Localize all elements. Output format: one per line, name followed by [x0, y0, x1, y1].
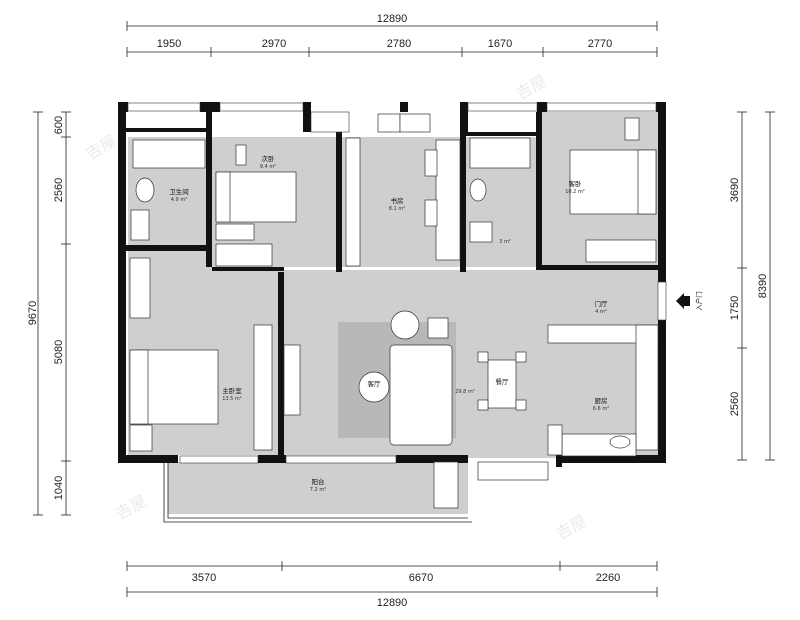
left-segment-3: 5080 — [53, 340, 65, 364]
second-bedroom-area: 9.4 m² — [260, 164, 276, 170]
walls — [118, 102, 666, 467]
study-name: 书房 — [391, 196, 404, 205]
left-dimensions: 9670 600 2560 5080 1040 — [27, 111, 71, 516]
top-segment-1: 1950 — [157, 38, 181, 50]
kitchen-name: 厨房 — [595, 396, 608, 405]
left-total-dimension: 9670 — [27, 301, 39, 325]
right-dimensions: 3690 1750 2560 8390 — [729, 111, 775, 461]
entrance-arrow-icon — [676, 293, 684, 309]
living-room-area: 29.8 m² — [455, 389, 475, 395]
guest-bedroom-area: 10.2 m² — [565, 189, 585, 195]
svg-text:吉屋: 吉屋 — [83, 131, 120, 163]
top-dimensions: 12890 1950 2970 2780 1670 2770 — [126, 13, 658, 57]
balcony-name: 阳台 — [312, 477, 325, 486]
room-labels: 卫生间 4.9 m² 次卧 9.4 m² 书房 8.1 m² 3 m² 客卧 1… — [169, 154, 609, 493]
top-segment-2: 2970 — [262, 38, 286, 50]
furniture — [129, 113, 667, 509]
windows — [127, 102, 657, 523]
bottom-segment-1: 3570 — [192, 572, 216, 584]
left-segment-1: 600 — [53, 116, 65, 134]
svg-text:吉屋: 吉屋 — [113, 491, 150, 523]
bottom-total-dimension: 12890 — [377, 597, 408, 609]
master-bedroom-area: 13.5 m² — [222, 396, 242, 402]
top-segment-5: 2770 — [588, 38, 612, 50]
right-total-dimension: 8390 — [757, 274, 769, 298]
right-segment-1: 3690 — [729, 178, 741, 202]
bathroom-area: 4.9 m² — [171, 197, 187, 203]
top-segment-3: 2780 — [387, 38, 411, 50]
foyer-name: 门厅 — [595, 299, 609, 308]
dining-room-name: 餐厅 — [496, 377, 510, 386]
bathroom-name: 卫生间 — [169, 187, 189, 196]
top-total-dimension: 12890 — [377, 13, 408, 25]
small-bath-area: 3 m² — [499, 239, 511, 245]
right-segment-2: 1750 — [729, 296, 741, 320]
bottom-dimensions: 3570 6670 2260 12890 — [126, 561, 658, 609]
left-segment-4: 1040 — [53, 476, 65, 500]
study-area: 8.1 m² — [389, 206, 405, 212]
bottom-segment-2: 6670 — [409, 572, 433, 584]
guest-bedroom-name: 客卧 — [569, 179, 583, 188]
entrance-label: 入户门 — [694, 291, 703, 311]
left-segment-2: 2560 — [53, 178, 65, 202]
right-segment-3: 2560 — [729, 392, 741, 416]
top-segment-4: 1670 — [488, 38, 512, 50]
kitchen-area: 6.6 m² — [593, 406, 609, 412]
bottom-segment-3: 2260 — [596, 572, 620, 584]
master-bedroom-name: 主卧室 — [222, 386, 242, 395]
entrance-marker: 入户门 — [676, 291, 703, 311]
svg-text:吉屋: 吉屋 — [513, 71, 550, 103]
foyer-area: 4 m² — [595, 309, 607, 315]
balcony-area: 7.2 m² — [310, 487, 326, 493]
svg-text:吉屋: 吉屋 — [553, 511, 590, 543]
living-room-name: 客厅 — [368, 379, 382, 388]
second-bedroom-name: 次卧 — [262, 154, 276, 163]
